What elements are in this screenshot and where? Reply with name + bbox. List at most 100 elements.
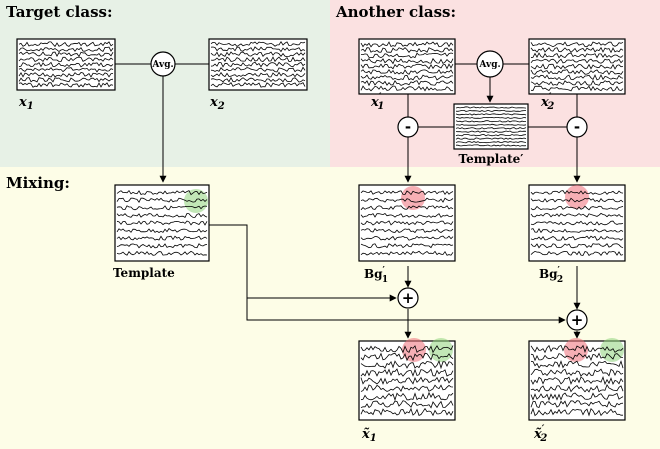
eeg-trace-line (530, 212, 624, 218)
eeg-trace-line (210, 66, 306, 73)
eeg-trace-line (530, 197, 624, 203)
eeg-trace-line (530, 243, 624, 249)
eeg-template-prime-traces (455, 106, 527, 147)
eeg-x1-prime-traces (360, 41, 454, 92)
eeg-trace-line (360, 63, 454, 70)
eeg-trace-line (530, 400, 624, 409)
eeg-trace-line (116, 250, 208, 256)
eeg-trace-line (530, 58, 624, 65)
eeg-trace-line (530, 375, 624, 386)
eeg-trace-line (210, 56, 306, 63)
eeg-trace-line (360, 220, 454, 226)
eeg-trace-line (530, 79, 624, 86)
eeg-trace-line (455, 106, 527, 109)
bg1-red-highlight (401, 186, 425, 210)
minus-node-right: - (566, 116, 588, 138)
label-x2-prime: x′2 (540, 92, 554, 112)
eeg-trace-line (360, 345, 454, 354)
eeg-trace-line (530, 190, 624, 195)
eeg-mixed1-traces (360, 345, 454, 417)
eeg-trace-line (360, 212, 454, 218)
bg2-red-highlight (565, 185, 589, 209)
label-x2: x2 (209, 95, 225, 112)
eeg-trace-line (360, 47, 454, 53)
eeg-trace-line (360, 228, 454, 234)
eeg-trace-line (210, 51, 306, 58)
eeg-trace-line (18, 51, 114, 58)
eeg-trace-line (116, 220, 208, 226)
eeg-trace-line (455, 123, 527, 126)
mixing-heading: Mixing: (6, 174, 70, 192)
eeg-trace-line (530, 344, 624, 354)
eeg-trace-line (455, 130, 527, 133)
eeg-trace-line (18, 56, 114, 63)
eeg-trace-line (116, 235, 208, 241)
eeg-trace-line (360, 368, 454, 377)
eeg-trace-line (116, 212, 208, 218)
eeg-trace-line (360, 52, 454, 59)
label-x1-prime: x′1 (370, 92, 384, 112)
eeg-trace-line (530, 85, 624, 92)
eeg-trace-line (530, 220, 624, 226)
minus-node-right-label: - (574, 118, 580, 136)
eeg-trace-line (360, 391, 454, 402)
eeg-trace-line (530, 74, 624, 81)
eeg-trace-line (455, 116, 527, 119)
label-x1: x1 (18, 95, 34, 112)
eeg-trace-line (116, 243, 208, 249)
eeg-trace-line (360, 85, 454, 92)
eeg-trace-line (360, 57, 454, 65)
eeg-trace-line (360, 400, 454, 409)
eeg-trace-line (210, 46, 306, 53)
plus-node-right-label: + (571, 311, 584, 329)
mixed1-red-highlight (402, 338, 426, 362)
eeg-x1-traces (18, 41, 114, 88)
plus-node-left: + (397, 287, 419, 309)
eeg-trace-line (360, 41, 454, 48)
eeg-trace-line (360, 74, 453, 81)
avg-node-another: Avg. (476, 50, 504, 78)
eeg-trace-line (360, 235, 454, 241)
eeg-trace-line (530, 205, 624, 211)
eeg-trace-line (530, 41, 624, 48)
eeg-trace-line (530, 63, 624, 70)
label-template: Template (113, 266, 175, 280)
eeg-trace-line (360, 407, 454, 417)
eeg-trace-line (530, 250, 624, 256)
eeg-traces (18, 41, 624, 417)
minus-node-left: - (397, 116, 419, 138)
avg-node-another-label: Avg. (478, 60, 500, 70)
eeg-trace-line (360, 68, 454, 75)
eeg-trace-line (18, 77, 114, 83)
target-class-heading: Target class: (6, 3, 113, 21)
eeg-trace-line (210, 71, 306, 78)
plus-node-right: + (566, 309, 588, 331)
eeg-trace-line (456, 144, 527, 147)
avg-node-target: Avg. (150, 51, 176, 77)
eeg-trace-line (116, 189, 208, 196)
eeg-trace-line (530, 407, 623, 417)
eeg-trace-line (360, 197, 454, 203)
eeg-trace-line (360, 352, 454, 362)
eeg-trace-line (530, 52, 624, 59)
eeg-trace-line (530, 46, 624, 54)
eeg-trace-line (530, 392, 624, 401)
eeg-mixed2-traces (530, 344, 624, 417)
avg-node-target-label: Avg. (151, 60, 173, 70)
label-mixed1: x̃1 (361, 427, 377, 444)
eeg-trace-line (455, 127, 527, 130)
eeg-x2-traces (210, 41, 306, 88)
eeg-trace-line (360, 80, 454, 87)
eeg-trace-line (455, 134, 527, 137)
label-template-prime: Template′ (459, 152, 524, 166)
eeg-trace-line (530, 368, 624, 377)
eeg-trace-line (18, 61, 114, 68)
eeg-trace-line (455, 113, 527, 116)
eeg-trace-line (455, 141, 527, 144)
label-bg2: Bg′2 (539, 266, 563, 285)
eeg-trace-line (530, 352, 624, 362)
eeg-trace-line (18, 67, 114, 73)
eeg-trace-line (360, 190, 454, 196)
